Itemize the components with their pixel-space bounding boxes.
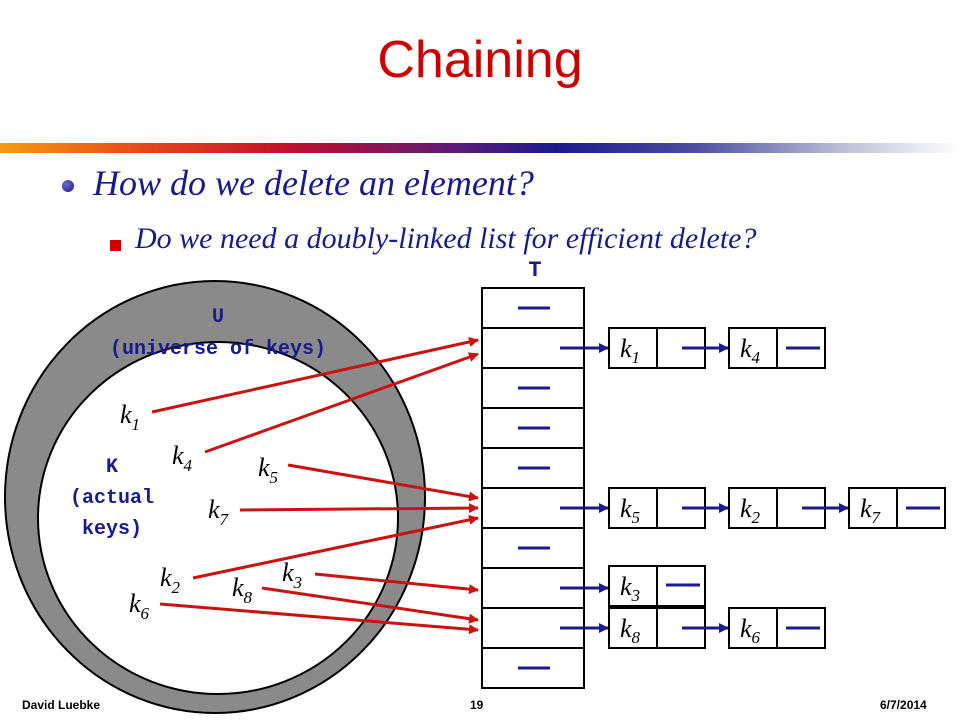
universe-subtitle: (universe of keys) bbox=[110, 338, 326, 361]
key-label-k5: k5 bbox=[258, 453, 278, 487]
universe-label: U bbox=[212, 306, 224, 329]
node-key-k1: k1 bbox=[620, 334, 640, 367]
svg-text:k7: k7 bbox=[208, 495, 230, 529]
svg-text:k5: k5 bbox=[620, 494, 640, 527]
hash-arrow-k1 bbox=[151, 337, 479, 414]
svg-text:k2: k2 bbox=[160, 563, 181, 597]
svg-text:k2: k2 bbox=[740, 494, 761, 527]
hash-arrow-k3 bbox=[314, 572, 479, 595]
hash-arrow-k4 bbox=[204, 352, 479, 454]
key-label-k1: k1 bbox=[120, 400, 140, 434]
svg-text:k1: k1 bbox=[120, 400, 140, 434]
svg-text:k5: k5 bbox=[258, 453, 278, 487]
node-key-k2: k2 bbox=[740, 494, 761, 527]
bullet-text-delete: How do we delete an element? bbox=[93, 163, 534, 203]
svg-text:k1: k1 bbox=[620, 334, 640, 367]
actual-keys-label-k: K bbox=[106, 456, 118, 479]
svg-text:k3: k3 bbox=[282, 558, 302, 592]
key-label-k2: k2 bbox=[160, 563, 181, 597]
svg-text:k7: k7 bbox=[860, 494, 882, 527]
bullet-square-icon bbox=[110, 240, 121, 251]
svg-text:k3: k3 bbox=[620, 572, 640, 605]
svg-text:k4: k4 bbox=[740, 334, 761, 367]
key-label-k3: k3 bbox=[282, 558, 302, 592]
key-label-k8: k8 bbox=[232, 573, 253, 607]
hash-arrow-k2 bbox=[192, 514, 479, 580]
node-key-k4: k4 bbox=[740, 334, 761, 367]
node-key-k5: k5 bbox=[620, 494, 640, 527]
actual-keys-label-line3: keys) bbox=[82, 518, 142, 541]
svg-text:k4: k4 bbox=[172, 441, 193, 475]
key-label-k6: k6 bbox=[129, 589, 150, 623]
svg-text:k8: k8 bbox=[620, 614, 641, 647]
hash-arrow-k6 bbox=[159, 602, 479, 635]
key-label-k7: k7 bbox=[208, 495, 230, 529]
key-label-k4: k4 bbox=[172, 441, 193, 475]
hash-arrow-k7 bbox=[239, 503, 479, 514]
node-key-k8: k8 bbox=[620, 614, 641, 647]
slide-title: Chaining bbox=[377, 31, 583, 89]
actual-keys-label-line2: (actual bbox=[70, 487, 154, 510]
svg-text:k6: k6 bbox=[129, 589, 150, 623]
node-key-k3: k3 bbox=[620, 572, 640, 605]
hash-table bbox=[481, 287, 585, 689]
sub-bullet-text-doubly-linked: Do we need a doubly-linked list for effi… bbox=[135, 222, 757, 255]
node-key-k7: k7 bbox=[860, 494, 882, 527]
nil-marks bbox=[518, 306, 550, 670]
hash-arrow-k5 bbox=[287, 463, 479, 502]
hash-arrow-k8 bbox=[261, 586, 479, 624]
actual-keys-set-ellipse bbox=[37, 341, 399, 695]
footer-page-number: 19 bbox=[470, 698, 484, 712]
node-key-k6: k6 bbox=[740, 614, 761, 647]
bullet-circle-icon bbox=[62, 180, 74, 192]
title-divider bbox=[0, 143, 960, 153]
table-label-t: T bbox=[528, 258, 541, 283]
footer-date: 6/7/2014 bbox=[880, 698, 927, 712]
footer-author: David Luebke bbox=[22, 698, 101, 712]
svg-text:k6: k6 bbox=[740, 614, 761, 647]
table-slot-8 bbox=[481, 607, 585, 649]
svg-text:k8: k8 bbox=[232, 573, 253, 607]
